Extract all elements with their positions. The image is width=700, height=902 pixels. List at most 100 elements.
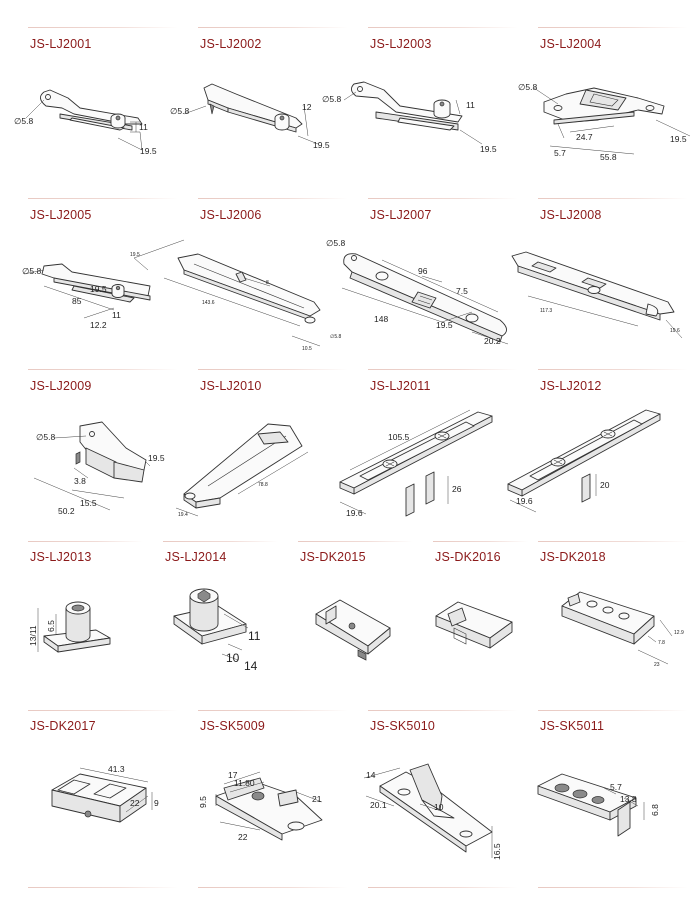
dim-label: 19.5 <box>90 284 107 294</box>
product-code: JS-LJ2008 <box>540 208 602 222</box>
product-code: JS-LJ2004 <box>540 37 602 51</box>
dim-label: 7.8 <box>658 640 665 646</box>
separator-line <box>538 541 688 542</box>
product-code: JS-LJ2012 <box>540 379 602 393</box>
dim-label: 22 <box>130 798 140 808</box>
product-code: JS-LJ2013 <box>30 550 92 564</box>
dim-label: ∅5.8 <box>36 432 55 442</box>
product-code: JS-LJ2007 <box>370 208 432 222</box>
separator-line <box>28 710 178 711</box>
dim-label: 11 <box>112 310 121 320</box>
product-drawing-lj2008: 117.3 19.6 <box>498 240 694 350</box>
product-drawing-lj2009: ∅5.8 19.5 3.8 15.5 50.2 <box>14 412 174 522</box>
dim-label: 23 <box>654 662 660 668</box>
product-drawing-sk5011: 5.7 13.8 6.8 <box>534 766 668 838</box>
separator-line <box>198 369 348 370</box>
product-drawing-lj2007: ∅5.8 96 7.5 148 19.5 20.2 <box>322 232 518 352</box>
separator-line <box>198 887 348 888</box>
dim-label: ∅5.8 <box>326 238 345 248</box>
product-code: JS-DK2017 <box>30 719 96 733</box>
dim-label: 19.5 <box>670 134 687 144</box>
product-drawing-lj2012: 20 19.6 <box>500 400 684 516</box>
separator-line <box>28 27 178 28</box>
dim-label: 5.7 <box>610 782 622 792</box>
product-code: JS-DK2016 <box>435 550 501 564</box>
dim-label: 11 <box>139 122 148 132</box>
dim-label: 11.80 <box>234 778 255 788</box>
product-drawing-lj2010: 78.8 19.4 <box>168 412 338 522</box>
dim-label: 12.2 <box>90 320 107 330</box>
separator-line <box>368 198 518 199</box>
dim-label: 21 <box>312 794 322 804</box>
product-code: JS-LJ2003 <box>370 37 432 51</box>
separator-line <box>368 369 518 370</box>
separator-line <box>538 198 688 199</box>
product-code: JS-SK5010 <box>370 719 436 733</box>
dim-label: 10.5 <box>302 346 312 352</box>
dim-label: 19.6 <box>670 328 680 334</box>
product-drawing-lj2006: 19.5 8 143.6 ∅5.8 10.5 <box>124 236 348 356</box>
dim-label: 20.1 <box>370 800 387 810</box>
dim-label: 117.3 <box>540 308 552 314</box>
dim-label: 9 <box>154 798 159 808</box>
dim-label: 6.5 <box>46 620 56 632</box>
product-drawing-dk2016 <box>432 594 522 664</box>
product-drawing-lj2005: ∅5.8 19.5 85 11 12.2 <box>14 256 174 336</box>
product-code: JS-DK2018 <box>540 550 606 564</box>
separator-line <box>28 887 178 888</box>
separator-line <box>198 710 348 711</box>
dim-label: 7.5 <box>456 286 468 296</box>
dim-label: 19.5 <box>313 140 330 150</box>
product-code: JS-LJ2009 <box>30 379 92 393</box>
dim-label: 11 <box>248 629 261 643</box>
separator-line <box>538 369 688 370</box>
product-code: JS-LJ2002 <box>200 37 262 51</box>
dim-label: 19.5 <box>130 252 140 258</box>
dim-label: 13/11 <box>28 625 38 646</box>
dim-label: 41.3 <box>108 764 125 774</box>
separator-line <box>28 369 178 370</box>
dim-label: ∅5.8 <box>322 94 341 104</box>
dim-label: 11 <box>466 100 475 110</box>
product-drawing-dk2017: 41.3 22 9 <box>44 764 170 836</box>
separator-line <box>298 541 413 542</box>
dim-label: 26 <box>452 484 462 494</box>
dim-label: 85 <box>72 296 82 306</box>
dim-label: ∅5.8 <box>518 82 537 92</box>
dim-label: 55.8 <box>600 152 617 162</box>
dim-label: 148 <box>374 314 388 324</box>
dim-label: 9.5 <box>198 796 208 808</box>
dim-label: 50.2 <box>58 506 75 516</box>
dim-label: ∅5.8 <box>170 106 189 116</box>
dim-label: 12 <box>302 102 312 112</box>
product-drawing-lj2013: 13/11 6.5 <box>26 594 136 668</box>
separator-line <box>538 887 688 888</box>
separator-line <box>433 541 528 542</box>
product-code: JS-LJ2014 <box>165 550 227 564</box>
product-drawing-lj2004: ∅5.8 24.7 19.5 5.7 55.8 <box>514 76 694 168</box>
dim-label: 19.5 <box>140 146 157 156</box>
dim-label: 24.7 <box>576 132 593 142</box>
dim-label: 10 <box>434 802 444 812</box>
separator-line <box>163 541 278 542</box>
dim-label: 15.5 <box>80 498 97 508</box>
product-code: JS-LJ2001 <box>30 37 92 51</box>
product-code: JS-LJ2006 <box>200 208 262 222</box>
dim-label: 20 <box>600 480 610 490</box>
product-drawing-lj2011: 105.5 26 19.6 <box>330 404 514 520</box>
separator-line <box>28 198 178 199</box>
product-drawing-sk5009: 17 11.80 9.5 21 22 <box>198 766 340 846</box>
product-drawing-dk2018: 12.9 7.8 23 <box>558 586 688 672</box>
product-code: JS-SK5011 <box>540 719 605 733</box>
separator-line <box>538 27 688 28</box>
separator-line <box>368 27 518 28</box>
dim-label: 14 <box>366 770 376 780</box>
dim-label: 13.8 <box>620 794 637 804</box>
dim-label: 14 <box>244 659 258 673</box>
dim-label: 5.7 <box>554 148 566 158</box>
separator-line <box>198 27 348 28</box>
separator-line <box>538 710 688 711</box>
separator-line <box>198 198 348 199</box>
dim-label: 19.5 <box>148 453 165 463</box>
dim-label: 17 <box>228 770 238 780</box>
